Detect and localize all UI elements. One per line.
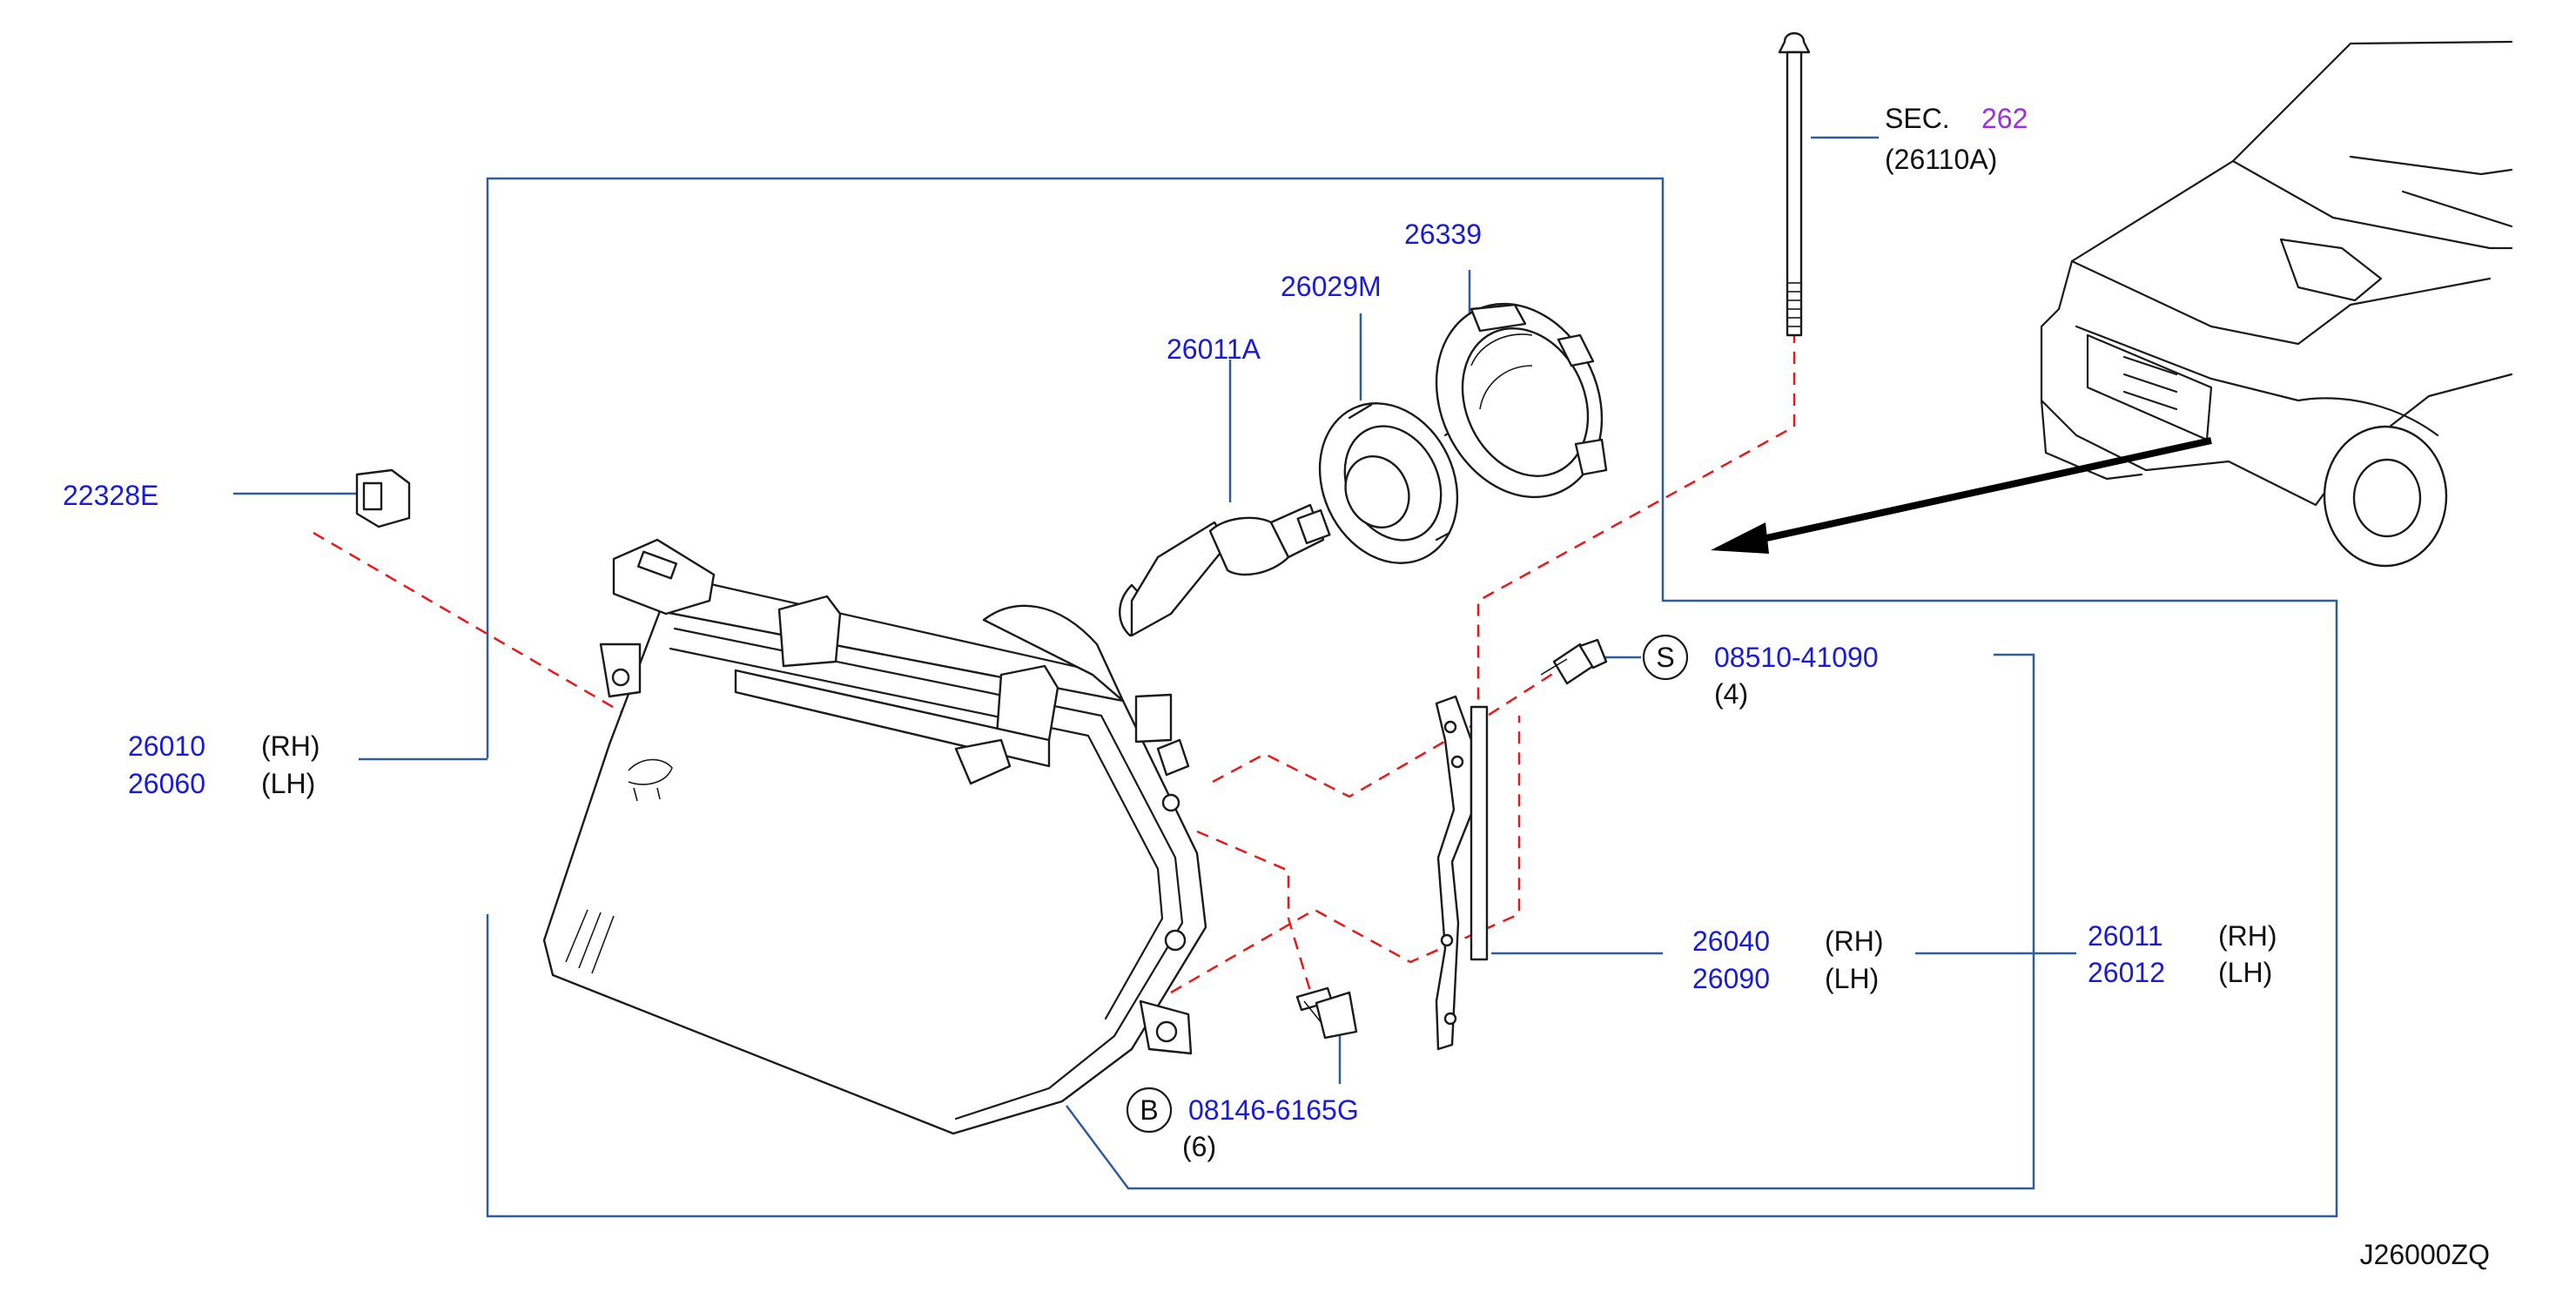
socket-illustration	[1318, 402, 1460, 564]
bulb-illustration	[1119, 503, 1331, 637]
leader-lines	[233, 136, 1879, 1084]
part-assembly-lh[interactable]: 26012	[2088, 957, 2165, 988]
assembly-lh-side: (LH)	[2218, 957, 2272, 988]
part-headlamp-rh[interactable]: 26010	[128, 730, 205, 762]
screw-symbol: S	[1642, 634, 1689, 681]
part-cap[interactable]: 26339	[1404, 219, 1482, 250]
screw-qty: (4)	[1714, 678, 1748, 710]
part-bulb[interactable]: 26011A	[1167, 333, 1261, 365]
part-headlamp-lh[interactable]: 26060	[128, 768, 205, 799]
section-link[interactable]: 262	[1981, 103, 2028, 134]
bracket-rh-side: (RH)	[1825, 925, 1884, 957]
headlamp-illustration	[542, 538, 1207, 1135]
screw-symbol-letter: S	[1656, 642, 1674, 673]
bolt-qty: (6)	[1182, 1131, 1216, 1162]
clip-illustration	[355, 468, 411, 528]
section-prefix: SEC.	[1885, 103, 1950, 134]
section-part: (26110A)	[1885, 144, 1997, 175]
bolt-symbol: B	[1126, 1087, 1173, 1134]
cap-illustration	[1435, 302, 1608, 499]
relationship-lines	[313, 331, 1796, 1006]
diagram-code: J26000ZQ	[2360, 1239, 2490, 1270]
part-bracket-rh[interactable]: 26040	[1692, 925, 1770, 957]
assembly-rh-side: (RH)	[2218, 920, 2277, 952]
bracket-lh-side: (LH)	[1825, 963, 1879, 994]
assembly-frame	[486, 177, 2338, 1218]
part-screw[interactable]: 08510-41090	[1714, 642, 1879, 673]
bolt-symbol-letter: B	[1140, 1094, 1158, 1126]
headlamp-lh-side: (LH)	[261, 768, 315, 799]
part-bolt[interactable]: 08146-6165G	[1188, 1094, 1359, 1126]
bracket-illustration	[1435, 695, 1489, 1051]
part-bracket-lh[interactable]: 26090	[1692, 963, 1770, 994]
vehicle-illustration	[2040, 40, 2513, 568]
long-bolt-illustration	[1778, 32, 1811, 337]
part-assembly-rh[interactable]: 26011	[2088, 920, 2163, 952]
part-bulb-socket[interactable]: 26029M	[1281, 271, 1382, 302]
location-arrow	[1711, 437, 2212, 554]
headlamp-rh-side: (RH)	[261, 730, 320, 762]
screw-illustration	[1540, 638, 1608, 685]
part-clip[interactable]: 22328E	[63, 480, 158, 511]
bolt-illustration	[1295, 986, 1358, 1040]
